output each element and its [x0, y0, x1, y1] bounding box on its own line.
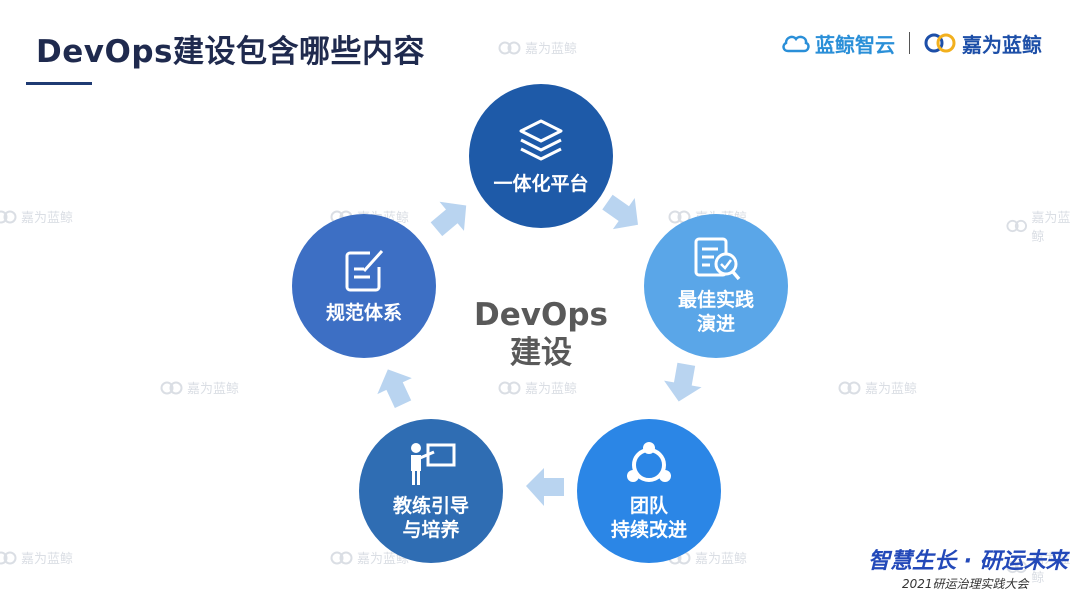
center-label: DevOps 建设: [470, 296, 612, 372]
watermark-text: 嘉为蓝鲸: [1031, 551, 1071, 585]
node-label: 规范体系: [325, 302, 402, 324]
cloud-logo-icon: [782, 35, 810, 53]
node-standards: 规范体系: [292, 214, 436, 358]
watermark-text: 嘉为蓝鲸: [525, 41, 578, 56]
arrow-icon: [526, 468, 564, 506]
arrow-icon: [377, 369, 412, 408]
watermark-logo-icon: [498, 381, 521, 394]
stacked-layers-icon: [519, 119, 563, 161]
watermark-logo-icon: [1006, 219, 1028, 233]
watermark-logo-icon: [838, 381, 861, 394]
watermark-logo-icon: [0, 210, 17, 223]
watermark-text: 嘉为蓝鲸: [525, 381, 578, 396]
footer-conference: 2021研运治理实践大会: [902, 577, 1029, 591]
watermark-logo-icon: [0, 551, 17, 564]
watermark-logo-icon: [498, 41, 521, 54]
arrow-icon: [664, 362, 702, 402]
arrow-icon: [602, 194, 638, 230]
title-underline: [26, 82, 92, 85]
node-label-line2: 演进: [696, 313, 735, 335]
coach-board-icon: [411, 443, 456, 485]
arrow-icon: [430, 201, 467, 237]
watermark-text: 嘉为蓝鲸: [357, 551, 410, 566]
watermark-text: 嘉为蓝鲸: [865, 381, 918, 396]
watermark: 嘉为蓝鲸: [0, 548, 73, 567]
node-team-improvement: 团队 持续改进: [577, 419, 721, 563]
node-label: 一体化平台: [493, 173, 589, 195]
canway-logo: 嘉为蓝鲸: [924, 29, 1042, 58]
node-label: 最佳实践: [677, 289, 754, 311]
logo-separator: [909, 32, 910, 54]
watermark-logo-icon: [160, 381, 183, 394]
header-logos: 蓝鲸智云 嘉为蓝鲸: [781, 28, 1042, 58]
watermark-text: 嘉为蓝鲸: [187, 381, 240, 396]
bk-cloud-logo: 蓝鲸智云: [781, 29, 895, 58]
edit-document-icon: [345, 249, 384, 292]
watermark-text: 嘉为蓝鲸: [695, 551, 748, 566]
watermark-text: 嘉为蓝鲸: [1031, 210, 1071, 244]
watermark-logo-icon: [330, 551, 353, 564]
watermark-text: 嘉为蓝鲸: [21, 551, 74, 566]
node-label-line2: 与培养: [402, 519, 460, 541]
slide-title: DevOps建设包含哪些内容: [36, 34, 425, 70]
watermark: 嘉为蓝鲸: [498, 38, 577, 57]
watermark: 嘉为蓝鲸: [838, 378, 917, 397]
node-label-line2: 持续改进: [610, 519, 687, 541]
watermark: 嘉为蓝鲸: [0, 207, 73, 226]
bk-cloud-logo-text: 蓝鲸智云: [815, 34, 895, 57]
center-label-line2: 建设: [510, 335, 572, 371]
watermark: 嘉为蓝鲸: [160, 378, 239, 397]
center-label-line1: DevOps: [474, 297, 608, 333]
watermark-text: 嘉为蓝鲸: [21, 210, 74, 225]
node-integrated-platform: 一体化平台: [469, 84, 613, 228]
watermark-logo-icon: [1006, 560, 1028, 574]
watermark: 嘉为蓝鲸: [330, 548, 409, 567]
footer-slogan: 智慧生长 · 研运未来: [868, 549, 1068, 574]
watermark: 嘉为蓝鲸: [1006, 207, 1080, 245]
node-best-practice: 最佳实践 演进: [644, 214, 788, 358]
node-coaching: 教练引导 与培养: [359, 419, 503, 563]
watermark: 嘉为蓝鲸: [498, 378, 577, 397]
whale-logo-icon: [924, 33, 956, 53]
team-cycle-icon: [627, 442, 671, 482]
checklist-search-icon: [694, 237, 741, 281]
node-label: 团队: [629, 495, 668, 517]
node-label: 教练引导: [392, 495, 469, 517]
watermark: 嘉为蓝鲸: [1006, 548, 1080, 586]
canway-logo-text: 嘉为蓝鲸: [962, 34, 1042, 57]
